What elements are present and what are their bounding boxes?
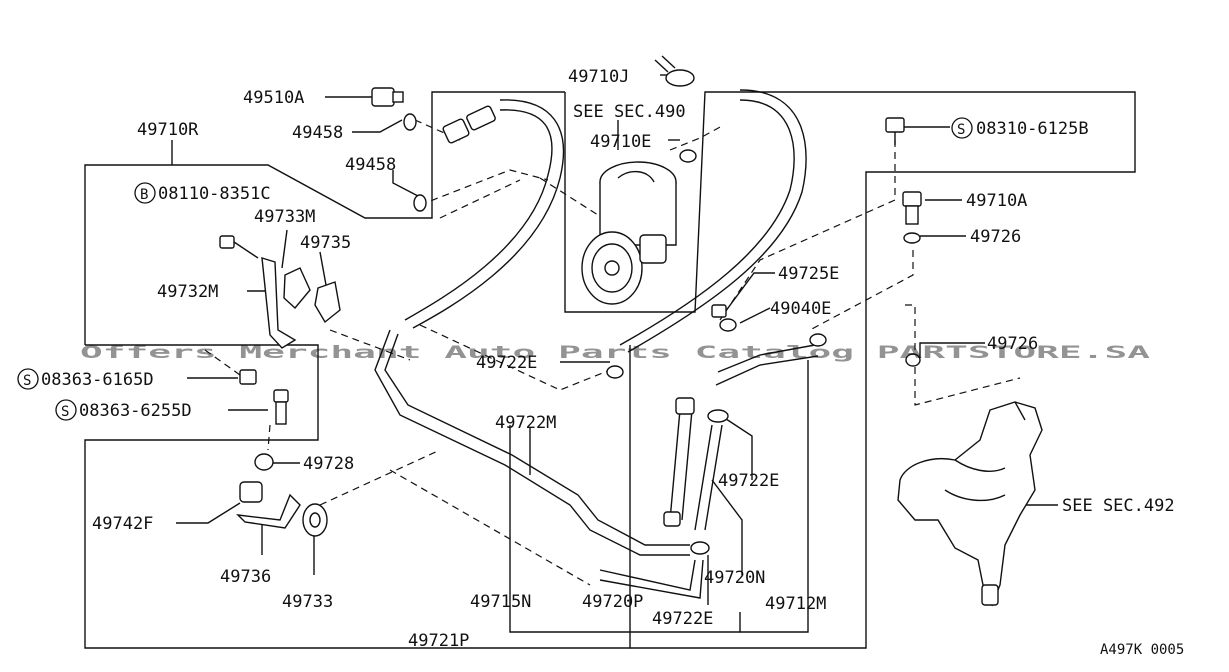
callout-49722E-upper: 49722E [476, 353, 537, 373]
union-bolt-49510A [371, 87, 404, 107]
steering-gear-box [897, 401, 1043, 607]
prefix-mark-s-6165: S [23, 373, 31, 389]
callout-08110-8351C: 08110-8351C [158, 184, 271, 204]
callout-49720P: 49720P [582, 592, 643, 612]
callout-49726-lower: 49726 [987, 334, 1038, 354]
callout-49732M: 49732M [157, 282, 218, 302]
clamp-49722E-right [707, 409, 729, 423]
callout-49710R: 49710R [137, 120, 199, 140]
callout-49710J: 49710J [568, 67, 629, 87]
clip-49710E [679, 149, 697, 163]
callout-49722E-right: 49722E [718, 471, 779, 491]
prefix-mark-b: B [140, 187, 148, 203]
clip-49725E [711, 304, 727, 318]
bolt-08363-6255 [273, 389, 289, 425]
union-bolt-49710A [902, 191, 922, 225]
hose-end-fitting [675, 397, 695, 415]
callout-49733: 49733 [282, 592, 333, 612]
callout-49712M: 49712M [765, 594, 826, 614]
callout-49725E: 49725E [778, 264, 839, 284]
power-steering-pump [581, 161, 677, 305]
washer-49458-upper [403, 113, 417, 131]
callout-49736: 49736 [220, 567, 271, 587]
fitting-right [809, 333, 827, 347]
clip-49040E [719, 318, 737, 332]
bolt-08363-6165 [239, 369, 257, 385]
callout-49710E: 49710E [590, 132, 651, 152]
callout-49721P: 49721P [408, 631, 469, 651]
callout-49715N: 49715N [470, 592, 531, 612]
bolt-08310 [885, 117, 905, 145]
callout-49722M: 49722M [495, 413, 556, 433]
assembly-frames [84, 91, 1136, 649]
prefix-marks: B S S S [17, 117, 973, 421]
washer-49726-upper [903, 232, 921, 244]
callout-49742F: 49742F [92, 514, 153, 534]
prefix-mark-s-08310: S [957, 122, 965, 138]
callout-49722E-lower: 49722E [652, 609, 713, 629]
clamp-49733 [302, 503, 328, 537]
callout-49720N: 49720N [704, 568, 765, 588]
dashed-assembly-lines [204, 119, 1021, 586]
bolt-08110 [219, 235, 259, 259]
callout-49733M: 49733M [254, 207, 315, 227]
clamp-49742F [239, 481, 263, 503]
callout-49726-upper: 49726 [970, 227, 1021, 247]
hose-end-fitting-lower [663, 511, 681, 527]
washer-49726-lower [905, 353, 921, 367]
callout-08363-6165D: 08363-6165D [41, 370, 154, 390]
diagram-code: A497K 0005 [1100, 642, 1184, 658]
callout-see-sec-492: SEE SEC.492 [1062, 496, 1175, 516]
callout-49728: 49728 [303, 454, 354, 474]
bracket-49736 [236, 493, 301, 529]
callout-49458-upper: 49458 [292, 123, 343, 143]
watermark: Offers Merchant Auto Parts Catalog PARTS… [80, 343, 1150, 363]
clamp-49722E-upper [606, 365, 624, 379]
prefix-mark-s-6255: S [61, 404, 69, 420]
callout-see-sec-490: SEE SEC.490 [573, 102, 686, 122]
clamp-49722E-lower [690, 541, 710, 555]
callout-49510A: 49510A [243, 88, 304, 108]
bracket-49732M [261, 257, 297, 349]
hose-clamp-49710J [654, 55, 695, 87]
callout-49735: 49735 [300, 233, 351, 253]
grommet-49728 [254, 453, 274, 471]
clamp-49733M [283, 267, 311, 310]
hose-fitting-upper [442, 105, 496, 144]
leader-lines [171, 74, 1058, 605]
callout-49040E: 49040E [770, 299, 831, 319]
callout-49710A: 49710A [966, 191, 1027, 211]
clamp-49735 [314, 281, 341, 324]
parts [219, 55, 1043, 607]
hoses-and-tubes [374, 89, 819, 599]
callout-08363-6255D: 08363-6255D [79, 401, 192, 421]
callout-49458-lower: 49458 [345, 155, 396, 175]
callout-08310-6125B: 08310-6125B [976, 119, 1089, 139]
callout-labels: 49510A 49458 49458 49710R 08110-8351C 49… [41, 67, 1184, 658]
washer-49458-lower [413, 194, 427, 212]
